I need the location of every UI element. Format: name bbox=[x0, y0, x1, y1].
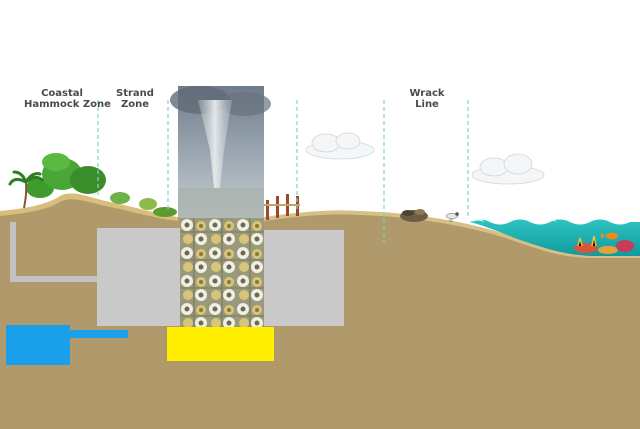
tornado-icon bbox=[198, 100, 232, 188]
storm-panel bbox=[170, 86, 271, 218]
zone-label-line: Line bbox=[415, 99, 439, 110]
zone-label-strand: Strand Zone bbox=[112, 88, 158, 110]
concrete-block-right bbox=[262, 230, 344, 326]
dune-crest bbox=[0, 193, 178, 221]
palm-tree-icon bbox=[8, 170, 44, 209]
drain-pipe bbox=[10, 222, 97, 282]
blue-tank bbox=[6, 325, 70, 365]
cloud-icon bbox=[305, 132, 375, 160]
cloud-icon bbox=[471, 153, 545, 185]
wave-icon bbox=[472, 214, 628, 222]
zone-label-line: Strand bbox=[116, 88, 154, 99]
yellow-block bbox=[167, 327, 274, 361]
zone-label-line: Zone bbox=[120, 99, 150, 110]
coastal-hammock-foliage bbox=[26, 153, 177, 217]
zone-label-wrack: Wrack Line bbox=[405, 88, 449, 110]
shell-fill-column bbox=[180, 218, 264, 328]
fish-icon bbox=[601, 232, 618, 240]
zone-label-line: Hammock Zone bbox=[24, 99, 111, 110]
shell-pile-icon bbox=[400, 209, 428, 222]
zone-dividers bbox=[97, 100, 469, 242]
blue-pipe bbox=[70, 330, 128, 338]
zone-label-line: Wrack bbox=[409, 88, 445, 99]
zone-label-coastal-hammock: Coastal Hammock Zone bbox=[24, 88, 111, 110]
zone-label-line: Coastal bbox=[41, 88, 83, 99]
concrete-block-left bbox=[97, 228, 181, 326]
coral-reef-icon bbox=[574, 235, 634, 254]
berm-crest bbox=[264, 210, 640, 258]
shorebird-icon bbox=[445, 212, 459, 222]
